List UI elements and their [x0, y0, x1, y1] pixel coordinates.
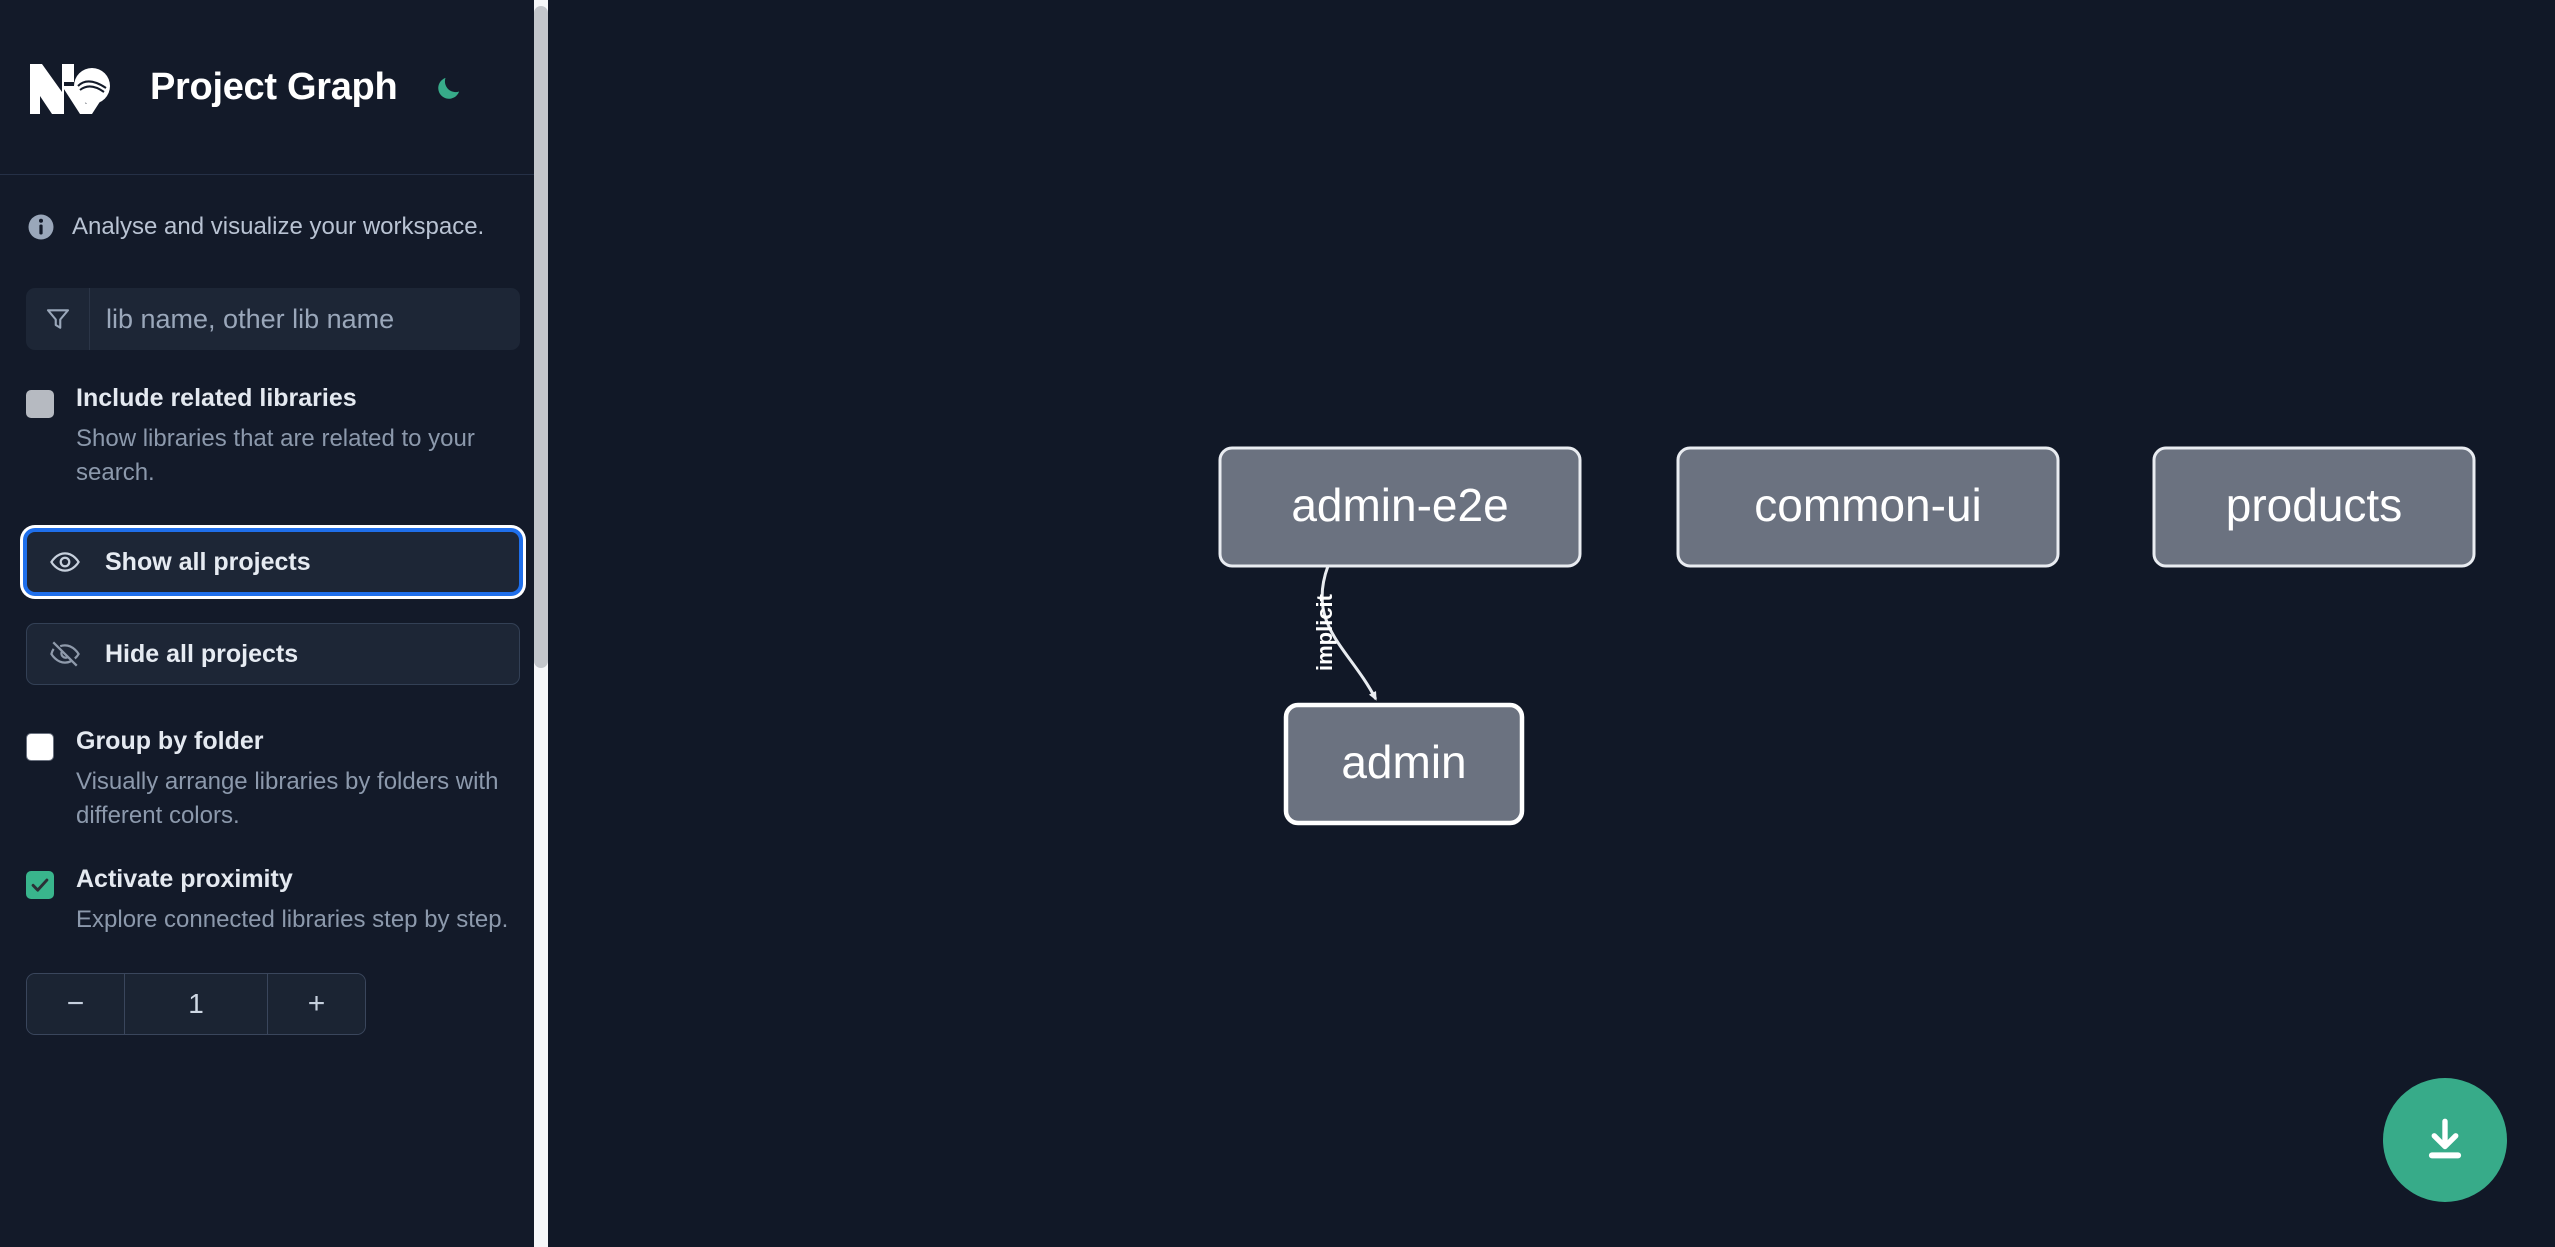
graph-canvas[interactable]: implicitimplicit admin-e2e common-ui produ…: [554, 0, 2555, 1247]
sidebar-scrollbar-thumb[interactable]: [534, 6, 548, 668]
moon-icon[interactable]: [427, 64, 473, 110]
sidebar-scrollbar-track[interactable]: [534, 0, 548, 1247]
checkbox-activate-proximity[interactable]: [26, 871, 54, 900]
option-label: Activate proximity: [76, 865, 293, 894]
graph-node[interactable]: products: [2152, 446, 2476, 568]
graph-edge-label: implicit: [1312, 593, 1337, 671]
proximity-stepper[interactable]: − 1 +: [26, 973, 366, 1036]
stepper-value: 1: [125, 974, 267, 1035]
graph-node-label: products: [2226, 479, 2402, 531]
graph-nodes: admin-e2ecommon-uiproductsstore-e2eadmin…: [1218, 446, 2476, 826]
search-input[interactable]: [90, 288, 520, 350]
visibility-buttons: Show all projects Hide all projects: [0, 490, 554, 686]
sidebar-edge: [548, 0, 554, 1247]
tagline-label: Analyse and visualize your workspace.: [72, 213, 485, 240]
project-graph-svg: implicitimplicit admin-e2e common-ui produ…: [1218, 446, 2476, 826]
sidebar-header: Project Graph: [0, 0, 554, 175]
eye-icon: [49, 545, 83, 579]
download-icon: [2428, 1118, 2462, 1159]
option-group-by-folder[interactable]: Group by folder Visually arrange librari…: [0, 685, 554, 833]
option-description: Show libraries that are related to your …: [76, 425, 475, 487]
show-all-projects-button[interactable]: Show all projects: [26, 531, 520, 594]
workspace-tagline: Analyse and visualize your workspace.: [0, 175, 554, 242]
graph-edges: implicitimplicit: [1312, 565, 1378, 701]
hide-all-projects-label: Hide all projects: [105, 639, 299, 668]
proximity-stepper-section: − 1 +: [0, 937, 554, 1036]
option-activate-proximity[interactable]: Activate proximity Explore connected lib…: [0, 833, 554, 937]
graph-node-label: admin-e2e: [1291, 479, 1508, 531]
sidebar: Project Graph Analyse and visualize yo: [0, 0, 554, 1247]
graph-node[interactable]: common-ui: [1676, 446, 2060, 568]
stepper-increment-button[interactable]: +: [267, 974, 365, 1035]
option-description: Visually arrange libraries by folders wi…: [76, 768, 499, 830]
graph-node-label: admin: [1341, 736, 1466, 788]
option-include-related-libraries[interactable]: Include related libraries Show libraries…: [0, 350, 554, 490]
search-section: [0, 242, 554, 350]
graph-node[interactable]: admin: [1283, 702, 1525, 826]
stepper-decrement-button[interactable]: −: [27, 974, 125, 1035]
search-box[interactable]: [26, 288, 520, 350]
filter-funnel-icon[interactable]: [26, 288, 90, 350]
page-title: Project Graph: [150, 65, 398, 108]
option-label: Include related libraries: [76, 384, 357, 412]
hide-all-projects-button[interactable]: Hide all projects: [26, 623, 520, 686]
eye-off-icon: [49, 637, 83, 671]
checkbox-group-by-folder[interactable]: [26, 733, 54, 762]
download-graph-button[interactable]: [2383, 1078, 2507, 1202]
nx-logo-icon: [26, 56, 122, 118]
graph-edge[interactable]: [1320, 565, 1378, 701]
checkbox-include-related-libraries[interactable]: [26, 390, 54, 418]
graph-node[interactable]: admin-e2e: [1218, 446, 1582, 568]
option-description: Explore connected libraries step by step…: [76, 906, 509, 934]
info-circle-icon: [26, 212, 56, 242]
option-label: Group by folder: [76, 727, 264, 756]
graph-node-label: common-ui: [1754, 479, 1982, 531]
show-all-projects-label: Show all projects: [105, 547, 311, 576]
